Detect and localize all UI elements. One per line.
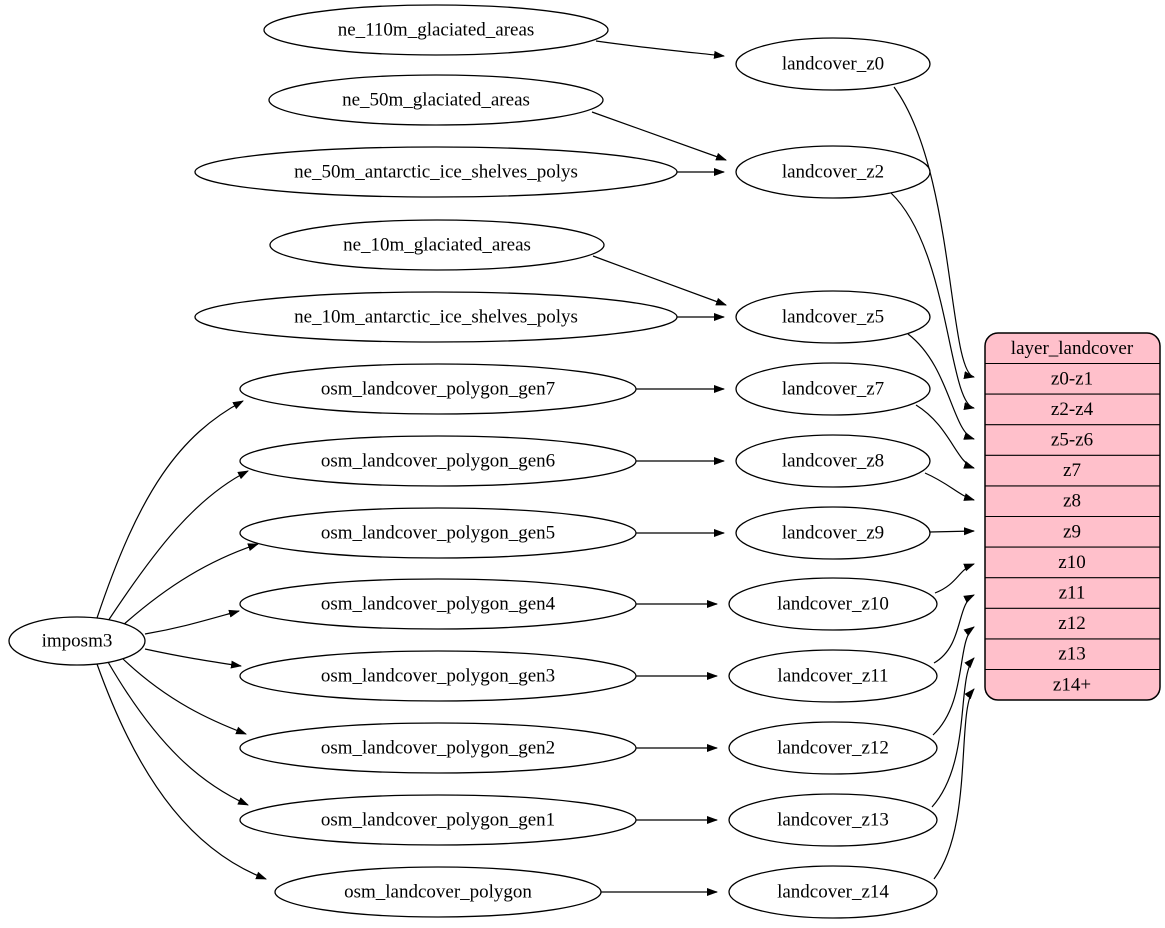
record-header: layer_landcover — [1011, 338, 1134, 359]
node-label: ne_50m_glaciated_areas — [342, 90, 530, 111]
node-landcover-z12: landcover_z12 — [728, 721, 938, 775]
node-landcover-z13: landcover_z13 — [728, 793, 938, 847]
node-landcover-z14: landcover_z14 — [728, 865, 938, 919]
node-osm-landcover-polygon: osm_landcover_polygon — [274, 866, 602, 918]
edge-ne110m-z0 — [595, 40, 725, 59]
edge-z14-row — [933, 688, 975, 880]
node-label: landcover_z7 — [782, 379, 884, 400]
node-label: imposm3 — [42, 631, 113, 652]
node-landcover-z9: landcover_z9 — [735, 506, 931, 560]
node-ne-10m-glaciated-areas: ne_10m_glaciated_areas — [269, 219, 605, 271]
record-row-z9: z9 — [1063, 521, 1081, 542]
edge-z5-row — [907, 333, 975, 440]
node-layer-landcover-record: layer_landcover z0-z1 z2-z4 z5-z6 z7 z8 … — [984, 332, 1161, 701]
edge-ne50m-glaciated-z2 — [591, 111, 727, 161]
record-row-z0-z1: z0-z1 — [1051, 368, 1093, 389]
node-osm-landcover-polygon-gen4: osm_landcover_polygon_gen4 — [239, 578, 637, 630]
node-label: landcover_z11 — [777, 666, 888, 687]
node-ne-10m-antarctic-ice-shelves-polys: ne_10m_antarctic_ice_shelves_polys — [194, 291, 678, 343]
node-label: landcover_z12 — [777, 738, 889, 759]
record-row-z14plus: z14+ — [1053, 674, 1091, 695]
node-ne-50m-glaciated-areas: ne_50m_glaciated_areas — [268, 74, 604, 126]
record-row-z10: z10 — [1058, 552, 1085, 573]
node-ne-50m-antarctic-ice-shelves-polys: ne_50m_antarctic_ice_shelves_polys — [194, 146, 678, 198]
edge-imposm3-gen2 — [121, 657, 247, 735]
node-label: ne_10m_glaciated_areas — [343, 235, 531, 256]
node-label: osm_landcover_polygon — [344, 882, 532, 903]
node-ne-110m-glaciated-areas: ne_110m_glaciated_areas — [263, 4, 609, 56]
node-imposm3: imposm3 — [8, 616, 146, 666]
record-row-z5-z6: z5-z6 — [1051, 430, 1093, 451]
node-label: osm_landcover_polygon_gen4 — [321, 594, 556, 615]
node-landcover-z5: landcover_z5 — [735, 290, 931, 344]
node-label: landcover_z14 — [777, 882, 889, 903]
edge-z0-row — [893, 86, 975, 379]
edge-layer — [96, 40, 975, 896]
node-label: ne_50m_antarctic_ice_shelves_polys — [294, 162, 578, 183]
edge-imposm3-gen6 — [107, 470, 249, 622]
record-row-z11: z11 — [1059, 583, 1086, 604]
edge-z12-row — [932, 626, 975, 736]
edge-z11-row — [933, 594, 975, 664]
edge-imposm3-gen3 — [144, 648, 242, 669]
node-osm-landcover-polygon-gen6: osm_landcover_polygon_gen6 — [239, 435, 637, 487]
edge-imposm3-polygon — [96, 663, 267, 880]
node-landcover-z2: landcover_z2 — [735, 145, 931, 199]
edge-imposm3-gen4 — [144, 609, 240, 635]
edge-ne10m-glaciated-z5 — [592, 255, 727, 306]
node-landcover-z8: landcover_z8 — [735, 434, 931, 488]
node-landcover-z11: landcover_z11 — [728, 649, 938, 703]
record-row-z7: z7 — [1063, 460, 1081, 481]
node-label: osm_landcover_polygon_gen1 — [321, 810, 555, 831]
edge-z13-row — [931, 657, 975, 808]
node-landcover-z0: landcover_z0 — [735, 37, 931, 91]
edge-z7-row — [915, 404, 975, 469]
record-row-z13: z13 — [1058, 644, 1085, 665]
edge-imposm3-gen5 — [121, 543, 259, 627]
node-landcover-z10: landcover_z10 — [728, 577, 938, 631]
node-label: landcover_z8 — [782, 451, 884, 472]
edge-imposm3-gen7 — [96, 400, 244, 619]
node-osm-landcover-polygon-gen3: osm_landcover_polygon_gen3 — [239, 650, 637, 702]
node-osm-landcover-polygon-gen2: osm_landcover_polygon_gen2 — [239, 722, 637, 774]
edge-z9-row — [929, 527, 975, 536]
node-landcover-z7: landcover_z7 — [735, 362, 931, 416]
node-osm-landcover-polygon-gen7: osm_landcover_polygon_gen7 — [239, 363, 637, 415]
node-label: osm_landcover_polygon_gen5 — [321, 523, 555, 544]
node-osm-landcover-polygon-gen1: osm_landcover_polygon_gen1 — [239, 794, 637, 846]
node-label: landcover_z2 — [782, 162, 884, 183]
node-label: osm_landcover_polygon_gen2 — [321, 738, 555, 759]
node-label: ne_10m_antarctic_ice_shelves_polys — [294, 307, 578, 328]
node-label: ne_110m_glaciated_areas — [338, 20, 535, 41]
node-label: landcover_z13 — [777, 810, 889, 831]
record-row-z8: z8 — [1063, 491, 1081, 512]
node-label: osm_landcover_polygon_gen3 — [321, 666, 555, 687]
node-label: osm_landcover_polygon_gen6 — [321, 451, 555, 472]
node-label: landcover_z0 — [782, 54, 884, 75]
edge-z10-row — [934, 563, 975, 594]
node-label: landcover_z9 — [782, 523, 884, 544]
record-row-z12: z12 — [1058, 613, 1085, 634]
node-osm-landcover-polygon-gen5: osm_landcover_polygon_gen5 — [239, 507, 637, 559]
node-label: landcover_z5 — [782, 307, 884, 328]
node-label: osm_landcover_polygon_gen7 — [321, 379, 555, 400]
node-label: landcover_z10 — [777, 594, 889, 615]
record-row-z2-z4: z2-z4 — [1051, 399, 1094, 420]
edge-z2-row — [890, 192, 975, 410]
edge-imposm3-gen1 — [107, 661, 249, 806]
edge-z8-row — [924, 472, 975, 501]
